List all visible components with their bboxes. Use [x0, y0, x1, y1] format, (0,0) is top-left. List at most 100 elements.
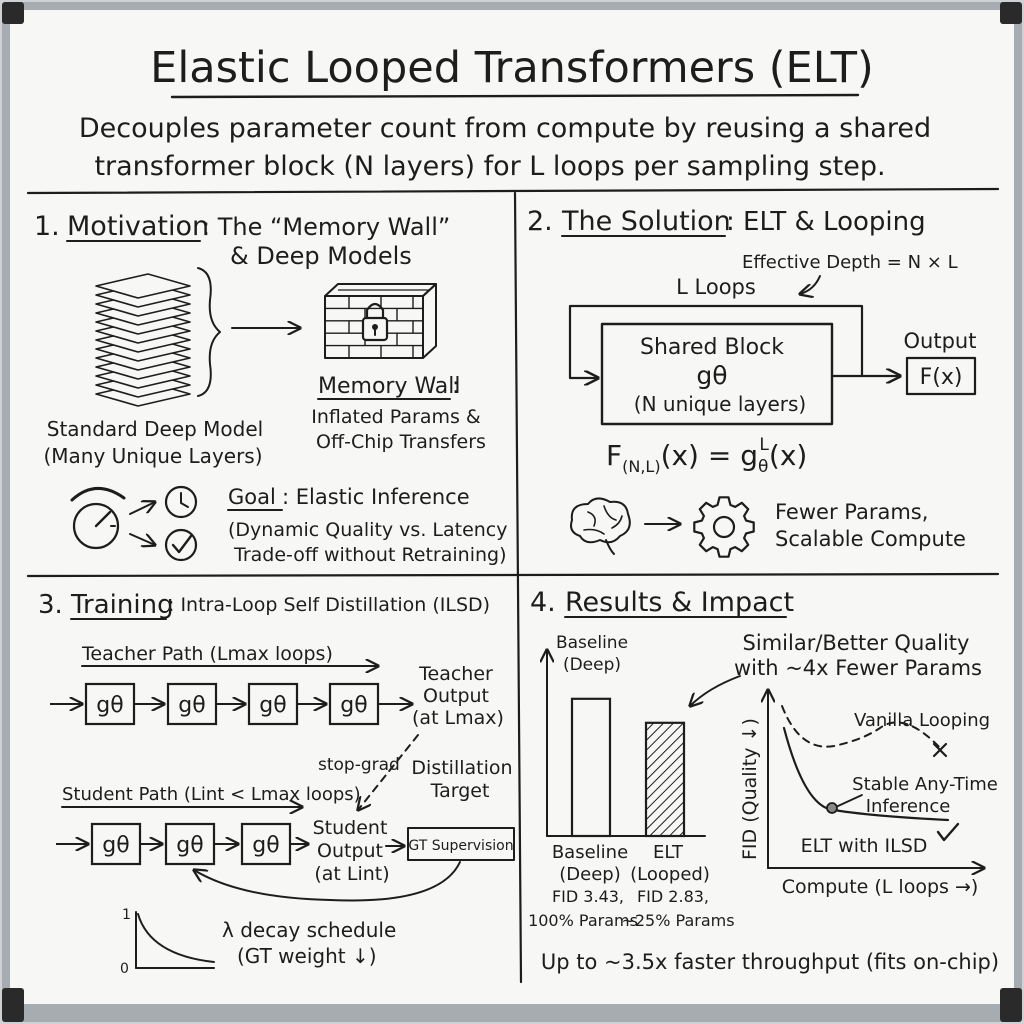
section-training: 3. Training : Intra-Loop Self Distillati…	[38, 590, 515, 977]
formula: F(N,L)(x) = gθL(x)	[606, 435, 807, 477]
model-label-1: Standard Deep Model	[47, 417, 263, 441]
stop-grad-label: stop-grad	[318, 755, 400, 775]
baseline-top-2: (Deep)	[563, 655, 621, 675]
clock-icon	[164, 485, 198, 519]
arrow-icon	[800, 275, 821, 294]
teacher-output-2: Output	[423, 685, 489, 707]
effective-depth-label: Effective Depth = N × L	[742, 252, 958, 273]
teacher-output-3: (at Lmax)	[412, 707, 504, 729]
section-heading: The Solution	[561, 206, 731, 237]
lambda-label-1: λ decay schedule	[222, 918, 396, 942]
memory-wall-desc-1: Inflated Params &	[311, 406, 481, 428]
layer-stack-icon	[95, 273, 191, 407]
shared-block-box	[600, 322, 834, 426]
teacher-output-1: Teacher	[418, 663, 493, 685]
decay-curve	[137, 913, 215, 963]
shared-block-desc: (N unique layers)	[634, 392, 806, 416]
distillation-label-1: Distillation	[411, 757, 512, 779]
student-output-2: Output	[317, 840, 383, 862]
shared-block-title: Shared Block	[640, 335, 784, 360]
output-box-text: F(x)	[920, 365, 963, 390]
goal-title: Goal	[228, 485, 276, 509]
divider-vertical	[513, 191, 523, 984]
gear-icon	[693, 496, 755, 558]
arrow-icon	[690, 675, 741, 706]
frame-corner	[1000, 2, 1022, 24]
arrow-icon	[129, 502, 155, 515]
distillation-label-2: Target	[430, 780, 490, 802]
elt-ilsd-label: ELT with ILSD	[801, 835, 928, 857]
brain-icon	[570, 497, 631, 555]
gt-supervision-label: GT Supervision	[408, 838, 513, 854]
section-number: 4.	[530, 587, 556, 618]
vanilla-label: Vanilla Looping	[854, 710, 990, 731]
gear-hub	[712, 515, 736, 539]
stable-point-marker	[826, 802, 838, 814]
axis-tick-1: 1	[122, 907, 131, 923]
block-symbol: gθ	[96, 693, 123, 718]
section-heading: Motivation	[67, 211, 209, 242]
memory-wall-title: Memory Wall	[318, 374, 461, 399]
bar1-label-1: Baseline	[552, 842, 628, 863]
pointer-line	[837, 794, 863, 807]
subtitle-line-1: Decouples parameter count from compute b…	[79, 113, 931, 144]
benefit-1: Fewer Params,	[775, 500, 928, 524]
quality-note-1: Similar/Better Quality	[743, 631, 970, 655]
section-number: 1.	[34, 211, 60, 242]
section-heading-line2: & Deep Models	[230, 242, 412, 270]
frame-corner	[1000, 988, 1022, 1022]
bar2-label-1: ELT	[653, 842, 684, 863]
bar1-stat-2: 100% Params	[528, 911, 638, 930]
goal-desc-1: (Dynamic Quality vs. Latency	[228, 519, 508, 541]
footer-throughput: Up to ~3.5x faster throughput (fits on-c…	[541, 950, 999, 974]
bar-chart	[547, 650, 706, 838]
bar-baseline	[570, 697, 612, 838]
benefit-2: Scalable Compute	[775, 527, 966, 551]
divider-horizontal-middle	[26, 572, 1000, 578]
subtitle-line-2: transformer block (N layers) for L loops…	[94, 151, 885, 182]
section-results: 4. Results & Impact Baseline (Deep) Simi…	[528, 587, 999, 974]
section-heading-rest: : Intra-Loop Self Distillation (ILSD)	[168, 594, 490, 616]
bar2-stat-1: FID 2.83,	[637, 887, 709, 906]
checkmark-icon	[936, 822, 960, 842]
curve-y-label: FID (Quality ↓)	[739, 718, 761, 860]
output-box	[905, 356, 977, 396]
layer-sheet	[95, 273, 191, 299]
gauge-icon	[70, 487, 126, 550]
x-mark-icon	[932, 742, 948, 758]
block-symbol: gθ	[102, 833, 129, 858]
divider-horizontal-top	[26, 187, 1000, 195]
lambda-label-2: (GT weight ↓)	[237, 944, 377, 968]
section-heading: Training	[70, 590, 174, 620]
brace-icon	[197, 267, 221, 397]
loop-arrow	[568, 304, 864, 378]
section-solution: 2. The Solution : ELT & Looping Effectiv…	[527, 206, 977, 558]
stable-label-1: Stable Any-Time	[852, 774, 998, 795]
memory-wall-desc-2: Off-Chip Transfers	[316, 431, 486, 453]
block-symbol: gθ	[252, 833, 279, 858]
section-motivation: 1. Motivation : The “Memory Wall” & Deep…	[34, 211, 508, 566]
bar1-label-2: (Deep)	[559, 864, 620, 885]
quality-note-2: with ~4x Fewer Params	[734, 656, 982, 680]
memory-wall-colon: :	[452, 374, 459, 399]
section-number: 2.	[527, 206, 553, 237]
output-label: Output	[904, 329, 977, 353]
section-heading-rest: : ELT & Looping	[726, 207, 926, 237]
section-heading-rest: : The “Memory Wall”	[202, 213, 450, 241]
goal-desc-2: Trade-off without Retraining)	[233, 544, 507, 566]
block-symbol: gθ	[178, 693, 205, 718]
arrow-icon	[129, 533, 155, 545]
axis-tick-0: 0	[120, 961, 129, 977]
padlock-icon	[361, 302, 389, 342]
teacher-path-label: Teacher Path (Lmax loops)	[81, 643, 333, 665]
bar-elt	[644, 721, 686, 838]
section-number: 3.	[38, 590, 63, 620]
block-symbol: gθ	[176, 833, 203, 858]
page-title: Elastic Looped Transformers (ELT)	[150, 43, 874, 93]
frame-corner	[2, 2, 24, 24]
distillation-arrow	[358, 734, 419, 810]
loops-label: L Loops	[676, 275, 756, 299]
model-label-2: (Many Unique Layers)	[43, 444, 262, 468]
block-symbol: gθ	[259, 693, 286, 718]
